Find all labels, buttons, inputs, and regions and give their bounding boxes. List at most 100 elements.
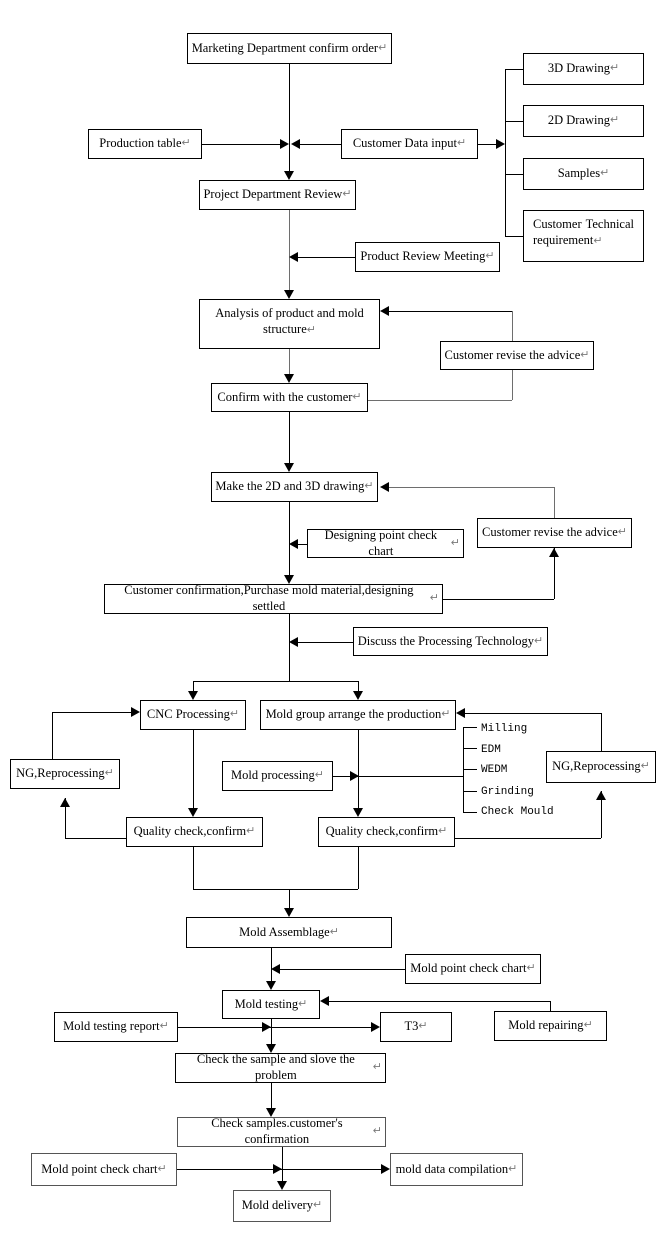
node-customer-data-input[interactable]: Customer Data input↵: [341, 129, 478, 159]
node-product-review-meeting[interactable]: Product Review Meeting↵: [355, 242, 500, 272]
node-customer-technical-requirement[interactable]: Customer Technical requirement↵: [523, 210, 644, 262]
node-mold-assemblage[interactable]: Mold Assemblage↵: [186, 917, 392, 948]
connector-junction-to-project-review: [289, 144, 290, 171]
node-customer-revise-advice-2[interactable]: Customer revise the advice↵: [477, 518, 632, 548]
arrowhead-t3-row-junction: [262, 1022, 271, 1032]
process-list-milling: Milling: [481, 723, 528, 735]
connector-check-sample-to-check-samples: [271, 1083, 272, 1108]
node-t3[interactable]: T3↵: [380, 1012, 452, 1042]
connector-make-drawing-to-confirmation: [289, 502, 290, 575]
connector-mold-point-chart1-to-spine: [280, 969, 405, 970]
node-label: Check the sample and slove the problem: [196, 1052, 355, 1082]
process-list-stub-milling: [463, 727, 477, 728]
node-discuss-processing-technology[interactable]: Discuss the Processing Technology↵: [353, 627, 548, 656]
connector-bracket-to-customer-technical: [505, 236, 523, 237]
node-quality-check-right[interactable]: Quality check,confirm↵: [318, 817, 455, 847]
pilcrow-icon: ↵: [438, 825, 448, 838]
node-label-line2: structure↵: [263, 321, 316, 336]
connector-right-bracket-spine: [505, 69, 506, 236]
connector-bracket-to-samples: [505, 174, 523, 175]
pilcrow-icon: ↵: [441, 708, 451, 721]
connector-customer-data-input-to-junction: [299, 144, 341, 145]
connector-product-review-meeting-to-spine: [298, 257, 355, 258]
node-ng-reprocessing-left[interactable]: NG,Reprocessing↵: [10, 759, 120, 789]
connector-ng-left-loop-up: [65, 798, 66, 838]
node-check-samples-customer-confirmation[interactable]: Check samples.customer's confirmation↵: [177, 1116, 386, 1147]
pilcrow-icon: ↵: [312, 1199, 323, 1212]
node-2d-drawing[interactable]: 2D Drawing↵: [523, 105, 644, 137]
node-label: 2D Drawing: [547, 113, 610, 128]
pilcrow-icon: ↵: [364, 480, 374, 493]
pilcrow-icon: ↵: [298, 997, 308, 1010]
node-customer-confirmation-purchase[interactable]: Customer confirmation,Purchase mold mate…: [104, 583, 443, 614]
node-label: Make the 2D and 3D drawing: [215, 479, 365, 494]
process-list-wedm: WEDM: [481, 764, 508, 776]
node-designing-point-check-chart[interactable]: Designing point check chart↵: [307, 528, 464, 558]
arrowhead-into-project-review: [284, 171, 294, 180]
node-production-table[interactable]: Production table↵: [88, 129, 202, 159]
node-label: Customer confirmation,Purchase mold mate…: [124, 583, 414, 613]
node-label: Samples: [557, 166, 601, 181]
pilcrow-icon: ↵: [372, 1125, 382, 1138]
node-check-sample-solve-problem[interactable]: Check the sample and slove the problem↵: [175, 1052, 386, 1083]
arrowhead-into-make-drawing-from-revise2: [380, 482, 389, 492]
node-mold-delivery[interactable]: Mold delivery↵: [233, 1190, 331, 1222]
node-mold-testing[interactable]: Mold testing↵: [222, 990, 320, 1019]
node-label-line1: Analysis of product and mold: [215, 306, 364, 320]
connector-mold-processing-to-bracket: [333, 776, 463, 777]
arrowhead-into-right-bracket: [496, 139, 505, 149]
arrowhead-into-quality-check-right: [353, 808, 363, 817]
pilcrow-icon: ↵: [159, 1020, 169, 1033]
node-mold-data-compilation[interactable]: mold data compilation↵: [390, 1153, 523, 1186]
pilcrow-icon: ↵: [640, 760, 650, 773]
connector-mold-repairing-to-mold-testing: [329, 1001, 550, 1002]
node-mold-processing[interactable]: Mold processing↵: [222, 761, 333, 791]
node-mold-point-check-chart-2[interactable]: Mold point check chart↵: [31, 1153, 177, 1186]
node-mold-group-arrange-production[interactable]: Mold group arrange the production↵: [260, 700, 456, 730]
node-label: Product Review Meeting: [360, 249, 486, 264]
node-mold-point-check-chart-1[interactable]: Mold point check chart↵: [405, 954, 541, 984]
node-customer-revise-advice-1[interactable]: Customer revise the advice↵: [440, 341, 594, 370]
node-label: Quality check,confirm: [325, 824, 439, 839]
node-label: Customer revise the advice: [444, 347, 581, 362]
node-label: Mold Assemblage: [239, 924, 330, 939]
arrowhead-into-ng-reprocessing-right: [596, 791, 606, 800]
arrowhead-spine-from-designing-chart: [289, 539, 298, 549]
process-list-edm: EDM: [481, 744, 501, 756]
node-label: mold data compilation: [395, 1161, 509, 1176]
arrowhead-junction-from-right: [291, 139, 300, 149]
process-list-stub-grinding: [463, 791, 477, 792]
connector-customer-data-input-to-bracket: [478, 144, 502, 145]
node-make-2d-3d-drawing[interactable]: Make the 2D and 3D drawing↵: [211, 472, 378, 502]
arrowhead-into-check-sample: [266, 1044, 276, 1053]
node-label: Mold group arrange the production: [265, 707, 442, 722]
connector-bracket-to-2d-drawing: [505, 121, 523, 122]
node-samples[interactable]: Samples↵: [523, 158, 644, 190]
node-analysis-product-mold-structure[interactable]: Analysis of product and mold structure↵: [199, 299, 380, 349]
pilcrow-icon: ↵: [617, 526, 627, 539]
process-list-stub-check-mould: [463, 812, 477, 813]
arrowhead-into-mold-delivery: [277, 1181, 287, 1190]
arrowhead-into-make-drawing: [284, 463, 294, 472]
connector-quality-right-down: [358, 847, 359, 889]
pilcrow-icon: ↵: [456, 137, 467, 150]
node-confirm-with-customer[interactable]: Confirm with the customer↵: [211, 383, 368, 412]
node-cnc-processing[interactable]: CNC Processing↵: [140, 700, 246, 730]
node-3d-drawing[interactable]: 3D Drawing↵: [523, 53, 644, 85]
node-quality-check-left[interactable]: Quality check,confirm↵: [126, 817, 263, 847]
node-mold-testing-report[interactable]: Mold testing report↵: [54, 1012, 178, 1042]
node-marketing-confirm-order[interactable]: Marketing Department confirm order↵: [187, 33, 392, 64]
connector-ng-right-to-mold-group-vertical: [601, 713, 602, 751]
connector-production-table-to-junction: [202, 144, 280, 145]
node-label: T3: [404, 1019, 419, 1034]
node-mold-repairing[interactable]: Mold repairing↵: [494, 1011, 607, 1041]
arrowhead-into-mold-group-from-ng-right: [456, 708, 465, 718]
pilcrow-icon: ↵: [229, 708, 240, 721]
node-project-department-review[interactable]: Project Department Review↵: [199, 180, 356, 210]
connector-merge-to-mold-assemblage: [289, 889, 290, 908]
pilcrow-icon: ↵: [157, 1162, 167, 1175]
process-list-grinding: Grinding: [481, 786, 534, 798]
node-ng-reprocessing-right[interactable]: NG,Reprocessing↵: [546, 751, 656, 783]
pilcrow-icon: ↵: [181, 137, 191, 150]
arrowhead-into-mold-data-compilation: [381, 1164, 390, 1174]
